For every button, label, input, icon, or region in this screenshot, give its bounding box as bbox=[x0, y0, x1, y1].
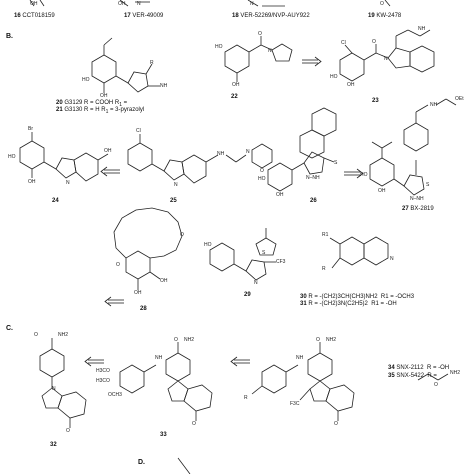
compound-label-35: 35 SNX-5422 R = bbox=[388, 373, 437, 379]
atom-label: N bbox=[250, 1, 254, 7]
atom-label: O bbox=[34, 332, 38, 338]
atom-label: R bbox=[150, 60, 154, 66]
section-label-b: B. bbox=[6, 33, 13, 40]
compound-label-17: 17 VER-49009 bbox=[124, 13, 164, 19]
atom-label: O bbox=[372, 39, 376, 45]
atom-label: OH bbox=[160, 278, 168, 284]
compound-label-24: 24 bbox=[52, 198, 59, 204]
atom-label: N bbox=[390, 256, 394, 262]
atom-label: OH bbox=[347, 82, 355, 88]
compound-label-19: 19 KW-2478 bbox=[368, 13, 402, 19]
compound-label-28: 28 bbox=[140, 306, 147, 312]
atom-label: NH bbox=[155, 355, 163, 361]
compound-label-34: 34 SNX-2112 R = -OH bbox=[388, 365, 450, 371]
atom-label: O bbox=[180, 232, 184, 238]
atom-label: O bbox=[334, 421, 338, 427]
compound-label-25: 25 bbox=[170, 198, 177, 204]
atom-label: N bbox=[137, 1, 141, 7]
atom-label: OH bbox=[100, 93, 108, 99]
atom-label: OH bbox=[104, 148, 112, 154]
atom-label: N bbox=[268, 48, 272, 54]
atom-label: O bbox=[260, 168, 264, 174]
compound-label-30: 30 R = -(CH2)3CH(CH3)NH2 R1 = -OCH3 bbox=[300, 294, 415, 300]
atom-label: O bbox=[66, 428, 70, 434]
atom-label: R1 bbox=[322, 232, 329, 238]
atom-label: O bbox=[316, 337, 320, 343]
atom-label: OH bbox=[30, 1, 38, 7]
atom-label: O bbox=[434, 382, 438, 388]
compound-label-31: 31 R = -(CH2)3N(C2H5)2 R1 = -OH bbox=[300, 301, 397, 307]
atom-label: HO bbox=[204, 242, 212, 248]
compound-label-29: 29 bbox=[244, 292, 251, 298]
atom-label: O bbox=[192, 421, 196, 427]
compound-label-32: 32 bbox=[50, 442, 57, 448]
compound-label-21: 21 G3130 R = H R1 = 3-pyrazolyl bbox=[56, 107, 145, 116]
atom-label: Cl bbox=[136, 128, 141, 134]
atom-label: NH2 bbox=[326, 337, 337, 343]
atom-label: O bbox=[380, 1, 384, 7]
atom-label: NH bbox=[296, 355, 304, 361]
atom-label: R bbox=[244, 395, 248, 401]
atom-label: S bbox=[262, 250, 266, 256]
section-label-c: C. bbox=[6, 325, 13, 332]
atom-label: OH bbox=[134, 290, 142, 296]
atom-label: O bbox=[258, 31, 262, 37]
atom-label: NH bbox=[160, 83, 168, 89]
atom-label: S bbox=[426, 182, 430, 188]
compound-label-27: 27 BX-2819 bbox=[402, 206, 434, 212]
atom-label: NH bbox=[430, 102, 438, 108]
atom-label: N bbox=[384, 56, 388, 62]
compound-label-20: 20 G3129 R = COOH R1 = bbox=[56, 100, 128, 109]
atom-label: R bbox=[322, 266, 326, 272]
section-label-d: D. bbox=[138, 459, 145, 466]
atom-label: HO bbox=[82, 77, 90, 83]
atom-label: OEt bbox=[455, 96, 464, 102]
atom-label: O bbox=[174, 337, 178, 343]
compound-label-33: 33 bbox=[160, 432, 167, 438]
atom-label: HO bbox=[215, 44, 223, 50]
atom-label: N bbox=[174, 182, 178, 188]
atom-label: N bbox=[66, 180, 70, 186]
atom-label: N–NH bbox=[306, 175, 320, 181]
compound-label-16: 16 CCT018159 bbox=[14, 13, 55, 19]
atom-label: HO bbox=[360, 172, 368, 178]
atom-label: OH bbox=[276, 192, 284, 198]
atom-label: O bbox=[116, 262, 120, 268]
atom-label: NH bbox=[418, 26, 426, 32]
atom-label: OH bbox=[118, 1, 126, 7]
atom-label: N bbox=[52, 386, 56, 392]
atom-label: H3CO bbox=[96, 378, 110, 384]
atom-label: CF3 bbox=[276, 259, 286, 265]
atom-label: HO bbox=[8, 154, 16, 160]
atom-label: NH2 bbox=[184, 337, 195, 343]
atom-label: Br bbox=[28, 126, 33, 132]
atom-label: OH bbox=[378, 188, 386, 194]
atom-label: HO bbox=[258, 176, 266, 182]
compound-label-26: 26 bbox=[310, 198, 317, 204]
atom-label: H3CO bbox=[96, 368, 110, 374]
atom-label: N bbox=[246, 149, 250, 155]
atom-label: N bbox=[254, 280, 258, 286]
atom-label: N–NH bbox=[410, 196, 424, 202]
atom-label: OCH3 bbox=[108, 392, 122, 398]
atom-label: HO bbox=[330, 74, 338, 80]
compound-label-23: 23 bbox=[372, 98, 379, 104]
atom-label: NH2 bbox=[450, 370, 461, 376]
atom-label: F3C bbox=[290, 401, 300, 407]
compound-label-22: 22 bbox=[231, 94, 238, 100]
atom-label: Cl bbox=[341, 40, 346, 46]
atom-label: NH bbox=[217, 151, 225, 157]
atom-label: OH bbox=[28, 179, 36, 185]
atom-label: NH2 bbox=[58, 332, 69, 338]
atom-label: OH bbox=[232, 82, 240, 88]
compound-label-18: 18 VER-52269/NVP-AUY922 bbox=[232, 13, 310, 19]
atom-label: S bbox=[334, 160, 338, 166]
